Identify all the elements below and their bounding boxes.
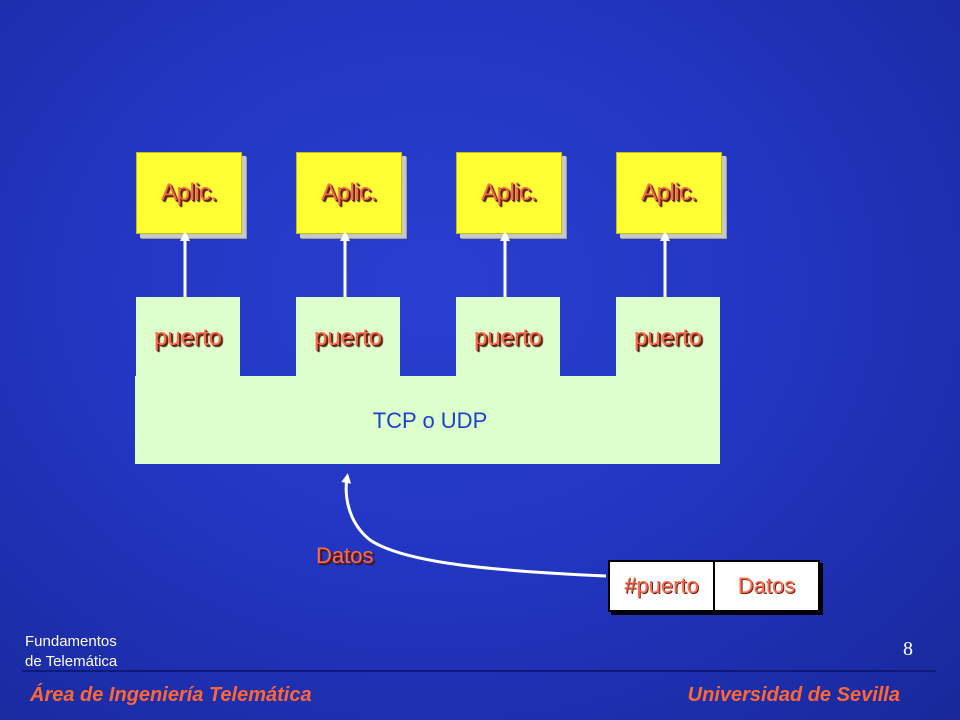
incoming-data-arrow <box>341 473 607 578</box>
port-box-2: puerto <box>296 297 400 377</box>
course-name: Fundamentos de Telemática <box>25 632 117 672</box>
application-label: Aplic. <box>481 179 537 206</box>
port-label: puerto <box>633 324 703 351</box>
department-name: Área de Ingeniería Telemática <box>30 684 312 706</box>
transport-layer-box <box>135 376 720 464</box>
application-label: Aplic. <box>321 179 377 206</box>
university-name: Universidad de Sevilla <box>687 684 900 706</box>
application-box-1: Aplic. <box>136 152 242 234</box>
application-label: Aplic. <box>161 179 217 206</box>
port-box-4: puerto <box>616 297 720 377</box>
packet: #puerto Datos <box>608 560 820 612</box>
port-label: puerto <box>313 324 383 351</box>
footer-divider <box>22 670 936 672</box>
incoming-data-label: Datos <box>316 543 374 568</box>
application-box-4: Aplic. <box>616 152 722 234</box>
course-line-1: Fundamentos <box>25 633 117 650</box>
page-number: 8 <box>903 638 913 660</box>
transport-layer-label: TCP o UDP <box>372 408 488 433</box>
port-box-3: puerto <box>456 297 560 377</box>
packet-port-field: #puerto <box>624 573 699 598</box>
course-line-2: de Telemática <box>25 653 118 670</box>
packet-data-field: Datos <box>713 562 818 610</box>
application-box-3: Aplic. <box>456 152 562 234</box>
port-label: puerto <box>153 324 223 351</box>
port-box-1: puerto <box>136 297 240 377</box>
port-label: puerto <box>473 324 543 351</box>
application-label: Aplic. <box>641 179 697 206</box>
